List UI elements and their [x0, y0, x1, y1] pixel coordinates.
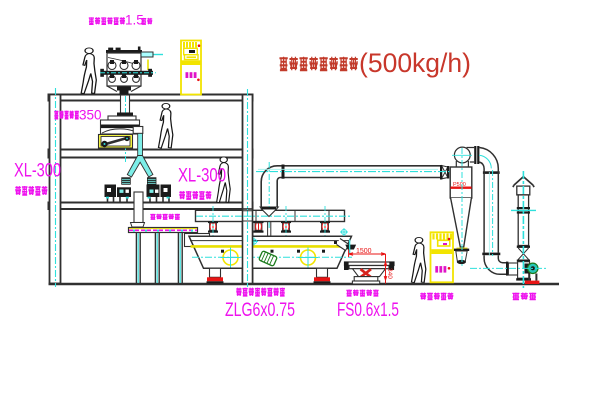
svg-text:XL-300: XL-300 [14, 161, 61, 182]
svg-text:P500: P500 [453, 182, 466, 188]
svg-text:FS0.6x1.5: FS0.6x1.5 [337, 299, 399, 321]
svg-text:340: 340 [386, 268, 393, 279]
svg-text:1.5: 1.5 [125, 13, 144, 28]
svg-text:1500: 1500 [356, 248, 372, 255]
svg-text:(500kg/h): (500kg/h) [359, 48, 471, 78]
svg-text:ZLG6x0.75: ZLG6x0.75 [225, 299, 295, 321]
svg-text:XL-300: XL-300 [178, 166, 226, 187]
svg-text:350: 350 [79, 108, 102, 123]
